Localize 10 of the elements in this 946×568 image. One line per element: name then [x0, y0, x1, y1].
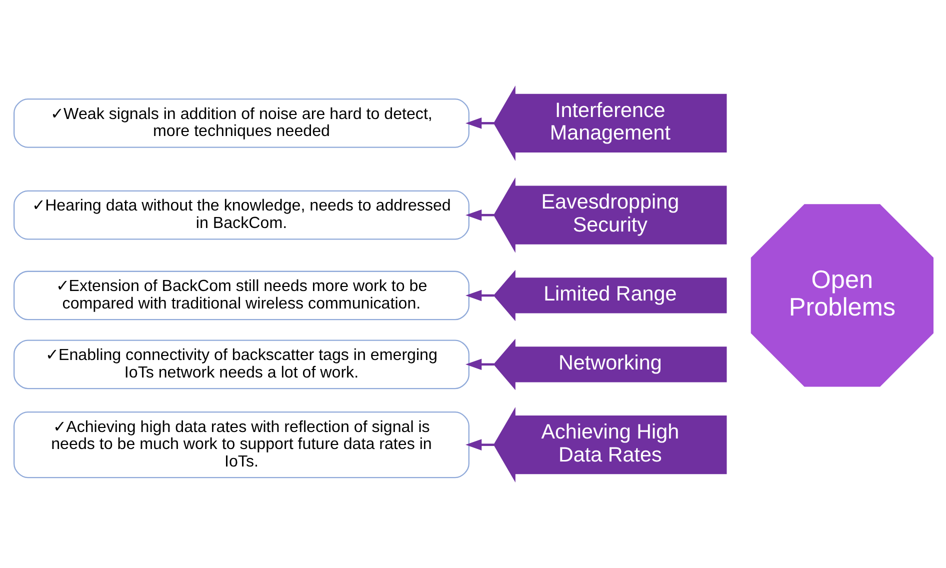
node-box: ✓Weak signals in addition of noise are hard to detect, more techniques needed: [13, 98, 469, 148]
arrow: [465, 118, 494, 129]
arrow: [465, 290, 494, 302]
arrow: [465, 358, 494, 370]
arrow: [465, 439, 494, 450]
node-box: ✓Achieving high data rates with reflection of signal is needs to be much work to support future data rates in IoTs.: [13, 412, 469, 478]
node-box: ✓Hearing data without the knowledge, needs to addressed in BackCom.: [13, 190, 469, 240]
arrow: [465, 209, 494, 221]
node-box: ✓Extension of BackCom still needs more work to be compared with traditional wireless communication.: [13, 270, 469, 320]
node-box: ✓Enabling connectivity of backscatter tags in emerging IoTs network needs a lot of work.: [13, 340, 469, 390]
